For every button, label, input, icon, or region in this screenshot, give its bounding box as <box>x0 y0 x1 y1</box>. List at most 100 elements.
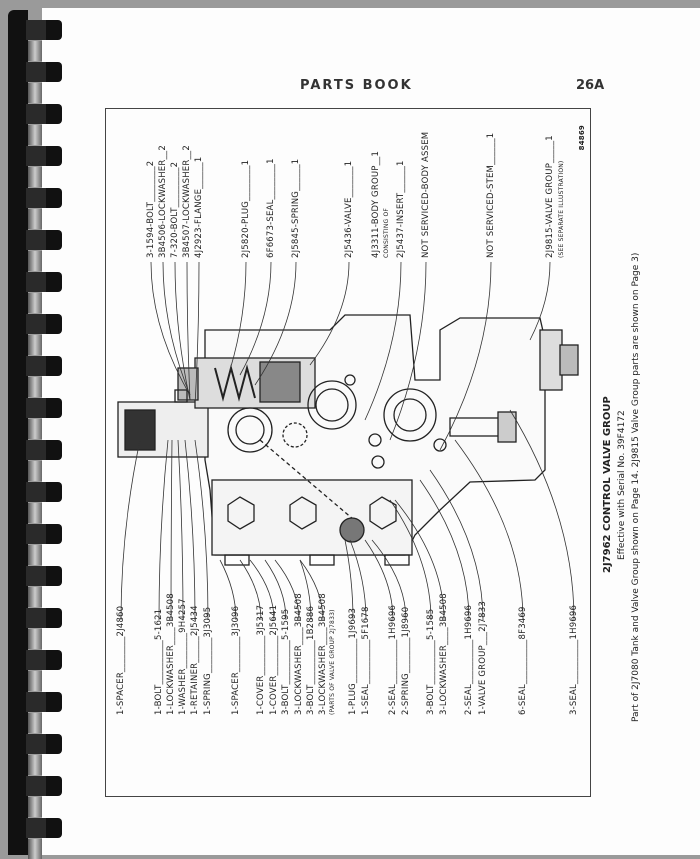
callout-label-top: CONSISTING OF <box>383 207 390 258</box>
callout-label-bottom: 1-VALVE GROUP___2J7833 <box>478 601 488 715</box>
callout-label-bottom: 1-PLUG__________1J9693 <box>348 607 358 715</box>
callout-label-bottom: 1-BOLT__________5-1621 <box>154 608 164 715</box>
callout-label-bottom: 2-SEAL__________1H9696 <box>464 604 474 715</box>
binding-ring <box>26 566 62 607</box>
callout-label-bottom: 1-SPACER________3J3096 <box>231 605 241 715</box>
binding-ring <box>26 776 62 817</box>
callout-label-bottom: 3-LOCKWASHER____3B4508 <box>294 593 304 715</box>
leader-line <box>150 261 191 396</box>
leader-line <box>299 559 312 621</box>
callout-label-bottom: 3-LOCKWASHER____3B4508 <box>439 593 449 715</box>
leader-line <box>509 409 575 621</box>
leader-line <box>274 559 300 621</box>
callout-label-bottom: 1-SEAL__________5F1678 <box>361 606 371 715</box>
callout-label-top: NOT SERVICED-BODY ASSEM <box>421 131 431 258</box>
binding-ring <box>26 398 62 439</box>
callout-label-top: 3B4506-LOCKWASHER__2 <box>158 145 168 258</box>
page-number: 26A <box>576 78 605 93</box>
leader-line <box>239 559 262 621</box>
leader-line <box>174 261 191 401</box>
leader-line <box>371 539 407 621</box>
binding-ring <box>26 104 62 145</box>
illustration-frame <box>105 108 591 797</box>
leader-line <box>194 439 209 621</box>
leader-line <box>419 479 470 621</box>
callout-label-top: 2J9815-VALVE GROUP_____1 <box>545 135 555 258</box>
leader-line <box>186 261 191 401</box>
leader-line <box>184 439 196 621</box>
callout-label-top: 2J5845-SPRING______1 <box>291 158 301 258</box>
binding-ring <box>26 524 62 565</box>
callout-label-bottom: 1-WASHER________9H4257 <box>178 598 188 715</box>
callout-label-bottom: 3-BOLT__________5-1585 <box>426 608 436 715</box>
binding-ring <box>26 650 62 691</box>
leader-line <box>389 261 427 441</box>
leader-line <box>194 261 200 406</box>
leader-line <box>299 559 324 621</box>
binding-ring <box>26 482 62 523</box>
callout-label-bottom: 3-SEAL__________1H9696 <box>569 604 579 715</box>
leader-line <box>249 559 275 621</box>
leader-line <box>264 559 287 621</box>
callout-label-bottom: 3-BOLT__________1B2886 <box>306 605 316 715</box>
callout-label-top: 6F6673-SEAL________1 <box>266 158 276 258</box>
leader-line <box>239 261 272 376</box>
page-title: PARTS BOOK <box>300 78 413 93</box>
leader-line <box>229 261 247 371</box>
leader-line <box>529 261 551 341</box>
leader-line <box>429 469 484 621</box>
callout-label-bottom: 1-RETAINER______2J5434 <box>190 605 200 715</box>
callout-label-top: 7-320-BOLT_________2 <box>170 161 180 258</box>
binding-ring <box>26 608 62 649</box>
binding-ring <box>26 440 62 481</box>
callout-label-bottom: 2-SPRING________1J8960 <box>401 606 411 715</box>
callout-label-bottom: 1-COVER_________2J5641 <box>269 604 279 715</box>
callout-label-bottom: 3-BOLT__________5-1595 <box>281 608 291 715</box>
figure-number: 84869 <box>578 125 586 151</box>
callout-label-top: 2J5436-VALVE_______1 <box>344 160 354 258</box>
binding-ring <box>26 188 62 229</box>
leader-line <box>120 439 141 621</box>
callout-label-bottom: 1-SPACER________2J4860 <box>116 605 126 715</box>
leader-line <box>219 559 237 621</box>
binding-ring <box>26 314 62 355</box>
leader-line <box>309 261 350 366</box>
callout-label-bottom: 1-LOCKWASHER____3B4508 <box>166 593 176 715</box>
binding-ring <box>26 230 62 271</box>
callout-label-top: NOT SERVICED-STEM______1 <box>486 132 496 258</box>
binding-ring <box>26 734 62 775</box>
binding-ring <box>26 62 62 103</box>
binding-ring <box>26 692 62 733</box>
binding-ring <box>26 146 62 187</box>
callout-label-top: 3-1594-BOLT________2 <box>146 160 156 258</box>
leader-line <box>344 539 354 621</box>
binding-ring <box>26 20 62 61</box>
spiral-binding <box>8 10 28 855</box>
leader-line <box>177 439 184 621</box>
callout-label-bottom: 3-LOCKWASHER____3B4508 <box>318 593 328 715</box>
caption-note: Part of 2J7080 Tank and Valve Group show… <box>631 252 641 723</box>
callout-label-top: 4J3311-BODY GROUP__1 <box>371 150 381 258</box>
callout-label-top: 2J5437-INSERT______1 <box>396 160 406 258</box>
callout-label-bottom: (PARTS OF VALVE GROUP 2J7833) <box>329 609 336 715</box>
caption-effective: Effective with Serial No. 39F4172 <box>617 410 627 560</box>
callout-label-bottom: 1-COVER_________3J5317 <box>256 604 266 715</box>
caption-title: 2J7962 CONTROL VALVE GROUP <box>602 396 613 574</box>
binding-ring <box>26 272 62 313</box>
leader-line <box>349 539 367 621</box>
leader-line <box>158 439 169 621</box>
leader-line <box>364 539 394 621</box>
callout-label-bottom: 2-SEAL__________1H9696 <box>388 604 398 715</box>
binding-ring <box>26 356 62 397</box>
leader-line <box>162 261 191 396</box>
callout-label-bottom: 1-SPRING________3J3095 <box>203 606 213 715</box>
leader-line <box>170 439 173 621</box>
leader-line <box>454 439 524 621</box>
leader-line <box>254 261 297 386</box>
callout-label-top: 4J2923-FLANGE______1 <box>194 156 204 258</box>
leader-line <box>389 499 432 621</box>
leader-line <box>439 261 492 451</box>
callout-label-top: (SEE SEPARATE ILLUSTRATION) <box>558 160 565 258</box>
binding-ring <box>26 818 62 859</box>
